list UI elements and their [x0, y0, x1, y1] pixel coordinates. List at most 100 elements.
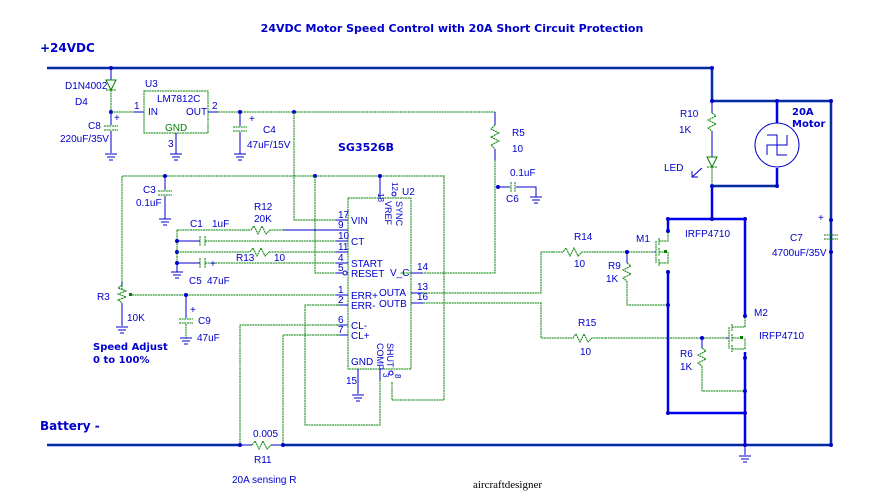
c8-plus: +	[114, 113, 120, 124]
r12-value: 20K	[254, 214, 272, 225]
m2-ref: M2	[754, 308, 768, 319]
u2-pin12: 12	[390, 182, 399, 191]
u2-outa-label: OUTA	[379, 288, 406, 299]
vref-net	[121, 174, 445, 401]
c5-plus: +	[210, 259, 216, 270]
u2-ref: U2	[402, 187, 415, 198]
c4-plus: +	[249, 114, 255, 125]
footer-credit: aircraftdesigner	[473, 479, 542, 491]
r10-value: 1K	[679, 125, 692, 136]
u2-pin-number: 1	[338, 285, 344, 296]
c9-ref: C9	[198, 316, 211, 327]
motor: 20A Motor	[754, 107, 825, 168]
u2-pin-label: ERR-	[351, 301, 375, 312]
u2-comp-label: COMP	[375, 343, 385, 370]
u2-pin16: 16	[417, 292, 429, 303]
u2-pin5-inversion	[342, 270, 348, 276]
mosfet-m1: M1 IRFP4710	[636, 229, 730, 266]
c7-ref: C7	[790, 233, 803, 244]
led: LED	[664, 156, 718, 186]
resistor-r10: R10 1K	[679, 101, 718, 157]
resistor-r5: R5 10	[400, 112, 525, 274]
c6-ref: C6	[506, 194, 519, 205]
u2-outb-label: OUTB	[379, 299, 407, 310]
c5-value: 47uF	[207, 276, 230, 287]
u2-pin-label: CL+	[351, 331, 370, 342]
c3-value: 0.1uF	[136, 198, 162, 209]
u2-vref-label: VREF	[383, 201, 393, 226]
capacitor-c8: + C8 220uF/35V	[60, 110, 120, 161]
capacitor-c9: + C9 47uF	[179, 293, 220, 345]
u2-pin-label: ERR+	[351, 291, 378, 302]
c8-ref: C8	[88, 121, 101, 132]
r11-note: 20A sensing R	[232, 475, 297, 486]
u2-pin18: 18	[376, 193, 385, 202]
resistor-r14: R14 10	[553, 232, 654, 270]
u2-pin14: 14	[417, 262, 429, 273]
u2-pin-number: 7	[338, 325, 344, 336]
positive-rail-label: +24VDC	[40, 41, 95, 55]
r14-value: 10	[574, 259, 586, 270]
r12-ref: R12	[254, 202, 273, 213]
r6-value: 1K	[680, 362, 693, 373]
u2-pin-number: 17	[338, 210, 350, 221]
motor-current-label: 20A	[792, 107, 814, 118]
u2-pin-number: 9	[338, 220, 344, 231]
capacitor-c7: + C7 4700uF/35V	[772, 213, 838, 259]
u2-pin13: 13	[417, 282, 429, 293]
c1-ref: C1	[190, 219, 203, 230]
resistor-r9: R9 1K	[606, 250, 668, 306]
u3-out: OUT	[186, 107, 207, 118]
r5-ref: R5	[512, 128, 525, 139]
u3-gnd: GND	[165, 123, 187, 134]
u2-pin-number: 11	[338, 242, 349, 253]
r15-value: 10	[580, 347, 592, 358]
c1-value: 1uF	[212, 219, 229, 230]
resistor-r15: R15 10	[565, 318, 726, 358]
u2-pin-number: 5	[338, 263, 344, 274]
capacitor-c3: C3 0.1uF	[136, 176, 172, 226]
c9-value: 47uF	[197, 333, 220, 344]
m1-value: IRFP4710	[685, 229, 730, 240]
u2-pin-label: RESET	[351, 269, 384, 280]
c3-ref: C3	[143, 185, 156, 196]
r11-ref: R11	[254, 455, 272, 466]
u3-name: LM7812C	[157, 94, 200, 105]
u2-name: SG3526B	[338, 141, 394, 154]
c6-value: 0.1uF	[510, 168, 536, 179]
r11-value: 0.005	[253, 429, 278, 440]
r13-value: 10	[274, 253, 286, 264]
resistor-r6: R6 1K	[680, 336, 745, 392]
u2-pin-label: CL-	[351, 321, 367, 332]
resistor-r11: 0.005 R11 20A sensing R	[232, 429, 297, 486]
u2-vc-label: V_C	[390, 268, 409, 279]
motor-label: Motor	[792, 119, 825, 130]
diode-d4: D1N4002 D4	[65, 66, 117, 112]
u2-pin-number: 6	[338, 315, 344, 326]
led-ref: LED	[664, 163, 683, 174]
ic-u2: SG3526B U2 17VIN910CT114START5RESET1ERR+…	[304, 141, 429, 426]
regulator-u3: U3 LM7812C IN OUT GND 1 2 3	[111, 79, 495, 161]
motor-icon	[766, 134, 788, 156]
u2-gnd-label: GND	[351, 357, 373, 368]
timing-network: C1 1uF R12 20K R13 10 + C5 47uF	[171, 202, 340, 287]
r9-ref: R9	[608, 261, 621, 272]
speed-range-note: 0 to 100%	[93, 355, 149, 366]
u2-pin-number: 4	[338, 253, 344, 264]
u3-ref: U3	[145, 79, 158, 90]
r5-value: 10	[512, 144, 524, 155]
d4-ref: D4	[75, 97, 88, 108]
c4-ref: C4	[263, 125, 276, 136]
negative-rail-label: Battery -	[40, 419, 100, 433]
c5-ref: C5	[189, 276, 202, 287]
speed-adjust-note: Speed Adjust	[93, 342, 168, 353]
r15-ref: R15	[578, 318, 597, 329]
u3-in: IN	[148, 107, 158, 118]
u2-pin3: 3	[381, 373, 390, 378]
u2-pin-label: CT	[351, 237, 364, 248]
r3-value: 10K	[127, 313, 145, 324]
mosfet-m2: M2 IRFP4710	[726, 308, 804, 352]
u2-pin15: 15	[346, 376, 358, 387]
u2-sync-label: SYNC	[394, 201, 404, 227]
